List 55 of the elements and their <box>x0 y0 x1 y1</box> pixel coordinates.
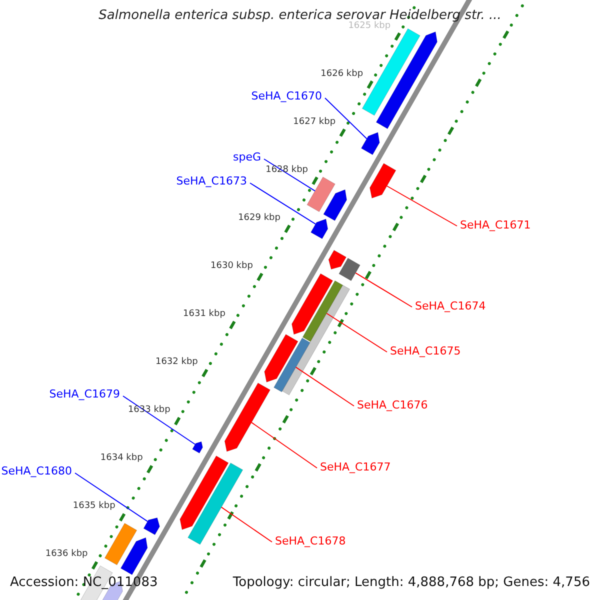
tick-label: 1636 kbp <box>45 549 88 560</box>
gene-block <box>291 273 334 335</box>
gene-block <box>120 537 148 576</box>
gene-block <box>360 132 380 156</box>
gene-label: SeHA_C1677 <box>320 460 391 474</box>
tick-label: 1631 kbp <box>183 308 226 319</box>
tick-label: 1625 kbp <box>348 20 391 31</box>
leader-line <box>74 472 148 522</box>
footer-text: Accession: NC_011083 <box>10 575 158 590</box>
gene-label: speG <box>232 150 261 164</box>
gene-label: SeHA_C1678 <box>275 534 346 548</box>
leader-line <box>251 422 318 468</box>
leader-line <box>250 182 316 225</box>
tick-label: 1627 kbp <box>293 116 336 127</box>
gene-block <box>323 189 348 222</box>
gene-block <box>187 462 244 545</box>
gene-label: SeHA_C1673 <box>176 174 247 188</box>
leader-line <box>324 98 368 140</box>
gene-block <box>310 218 328 240</box>
gene-label: SeHA_C1675 <box>390 344 461 358</box>
gene-block <box>192 441 203 454</box>
gene-block <box>376 31 438 130</box>
gene-block <box>180 455 229 530</box>
gene-block <box>264 334 298 382</box>
gene-block <box>328 250 347 270</box>
gene-block <box>224 382 271 452</box>
gene-block <box>143 517 160 536</box>
leader-line <box>295 366 354 406</box>
gene-block <box>282 284 350 396</box>
tick-label: 1632 kbp <box>155 357 198 368</box>
gene-label: SeHA_C1676 <box>357 398 428 412</box>
tick-label: 1634 kbp <box>100 453 143 464</box>
gene-block <box>273 338 310 392</box>
footer-text: Topology: circular; Length: 4,888,768 bp; Genes: 4,756 <box>232 575 590 590</box>
gene-label: SeHA_C1671 <box>460 218 531 232</box>
leader-line <box>264 158 316 192</box>
gene-label: SeHA_C1679 <box>49 388 120 400</box>
gene-block <box>338 258 360 282</box>
leader-line <box>220 506 272 542</box>
tick-label: 1626 kbp <box>320 68 364 79</box>
tick-label: 1630 kbp <box>210 260 253 271</box>
gene-label: SeHA_C1680 <box>1 464 72 478</box>
diagram-title: Salmonella enterica subsp. enterica serovar Heidelberg str. ... <box>98 8 502 23</box>
gene-block <box>362 28 420 116</box>
gene-label: SeHA_C1670 <box>251 90 322 102</box>
leader-line <box>122 396 196 445</box>
gene-block <box>306 176 336 212</box>
tick-label: 1629 kbp <box>238 212 280 223</box>
gene-block <box>104 522 138 566</box>
leader-line <box>386 186 458 226</box>
gene-block <box>302 280 344 342</box>
gene-block <box>370 163 396 199</box>
leader-line <box>326 312 388 352</box>
gene-label: SeHA_C1674 <box>415 300 486 312</box>
tick-label: 1635 kbp <box>72 501 116 512</box>
